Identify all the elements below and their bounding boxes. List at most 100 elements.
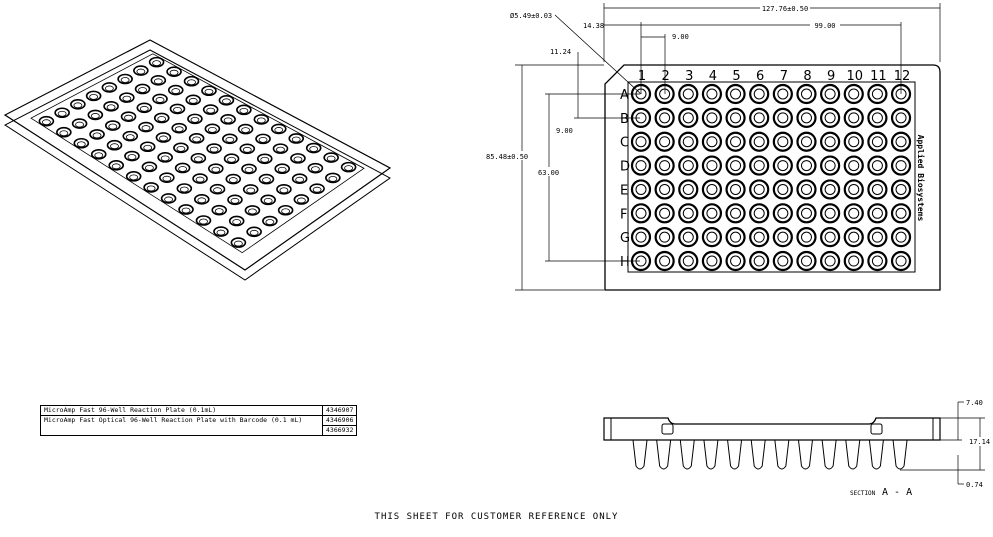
- column-label: 6: [756, 69, 764, 84]
- well-inner: [800, 231, 812, 243]
- well-inner: [800, 88, 812, 100]
- well-inner: [706, 136, 718, 148]
- well-D8: [796, 155, 817, 176]
- iso-well-inner: [188, 97, 198, 104]
- iso-well-inner: [92, 132, 102, 139]
- iso-well: [239, 143, 256, 155]
- well-inner: [635, 183, 647, 195]
- part-description: MicroAmp Fast 96-Well Reaction Plate (0.…: [40, 405, 323, 416]
- well-A9: [820, 83, 841, 105]
- well-B5: [725, 107, 746, 128]
- iso-well-inner: [75, 121, 84, 128]
- dim-a1-x-offset: 14.38: [583, 22, 604, 30]
- column-label: 11: [870, 69, 887, 84]
- well-H10: [843, 250, 864, 272]
- iso-well: [119, 92, 135, 103]
- iso-well: [120, 111, 137, 122]
- column-label: 4: [709, 69, 717, 84]
- well-inner: [848, 231, 860, 243]
- well-F8: [796, 203, 817, 224]
- well-A6: [749, 83, 770, 105]
- well-inner: [777, 231, 789, 243]
- iso-well: [236, 104, 252, 116]
- iso-well-inner: [197, 197, 207, 204]
- well-H2: [654, 250, 675, 272]
- well-inner: [659, 88, 671, 100]
- well-G11: [867, 227, 888, 248]
- iso-well-inner: [157, 116, 167, 122]
- part-description: MicroAmp Fast Optical 96-Well Reaction P…: [40, 415, 323, 436]
- dim-row-span: 63.00: [538, 169, 559, 177]
- iso-well-inner: [241, 127, 250, 134]
- column-label: 12: [894, 69, 911, 84]
- iso-well: [293, 194, 310, 205]
- well-inner: [800, 183, 812, 195]
- section-tube: [821, 439, 837, 470]
- well-E12: [890, 179, 912, 200]
- well-G8: [796, 227, 817, 248]
- column-label: 8: [803, 69, 811, 84]
- iso-well-inner: [152, 60, 162, 67]
- iso-well: [325, 172, 341, 184]
- well-inner: [706, 207, 718, 219]
- well-E4: [701, 179, 723, 200]
- iso-well: [277, 204, 294, 216]
- well-H4: [701, 250, 723, 272]
- iso-well: [124, 150, 140, 162]
- well-B7: [772, 107, 793, 128]
- well-C2: [654, 131, 675, 152]
- well-E10: [843, 179, 864, 200]
- well-inner: [706, 88, 718, 100]
- well-inner: [824, 136, 836, 148]
- well-F9: [820, 203, 841, 224]
- well-F3: [678, 203, 699, 224]
- well-inner: [824, 231, 836, 243]
- iso-well: [244, 205, 261, 216]
- iso-well-inner: [141, 125, 151, 131]
- iso-well-inner: [209, 146, 219, 153]
- well-E5: [725, 179, 746, 200]
- well-inner: [800, 136, 812, 148]
- iso-well-inner: [293, 156, 303, 163]
- well-D6: [749, 155, 770, 176]
- column-label: 9: [827, 69, 835, 84]
- iso-well: [134, 83, 151, 95]
- iso-well: [117, 73, 133, 85]
- iso-well: [193, 194, 210, 205]
- well-inner: [895, 207, 907, 219]
- isometric-plate-view: [3, 39, 392, 281]
- section-tube: [868, 439, 884, 470]
- well-inner: [682, 207, 694, 219]
- iso-well: [270, 123, 287, 135]
- plate-skirt-outline: [4, 49, 391, 281]
- well-D3: [678, 155, 699, 176]
- iso-well: [256, 153, 273, 165]
- well-inner: [730, 183, 742, 195]
- iso-well: [276, 183, 292, 195]
- well-inner: [848, 255, 860, 267]
- well-B12: [890, 107, 912, 128]
- well-C11: [867, 131, 888, 152]
- iso-well-inner: [295, 176, 305, 183]
- iso-well: [90, 148, 107, 160]
- well-C9: [820, 131, 841, 152]
- well-E8: [796, 179, 817, 200]
- well-A7: [772, 83, 793, 105]
- well-inner: [730, 136, 742, 148]
- well-C7: [772, 131, 793, 152]
- iso-well-inner: [263, 197, 273, 204]
- iso-well: [291, 173, 308, 185]
- well-inner: [659, 231, 671, 243]
- iso-well-inner: [276, 146, 285, 153]
- iso-well-inner: [213, 187, 222, 194]
- section-tube: [632, 439, 648, 470]
- iso-well-inner: [146, 185, 156, 192]
- iso-well: [89, 129, 105, 140]
- iso-well: [106, 139, 123, 151]
- well-F1: [630, 203, 652, 224]
- iso-well: [242, 184, 259, 195]
- iso-well-inner: [42, 119, 51, 126]
- iso-well: [272, 143, 289, 154]
- iso-well-inner: [162, 175, 172, 182]
